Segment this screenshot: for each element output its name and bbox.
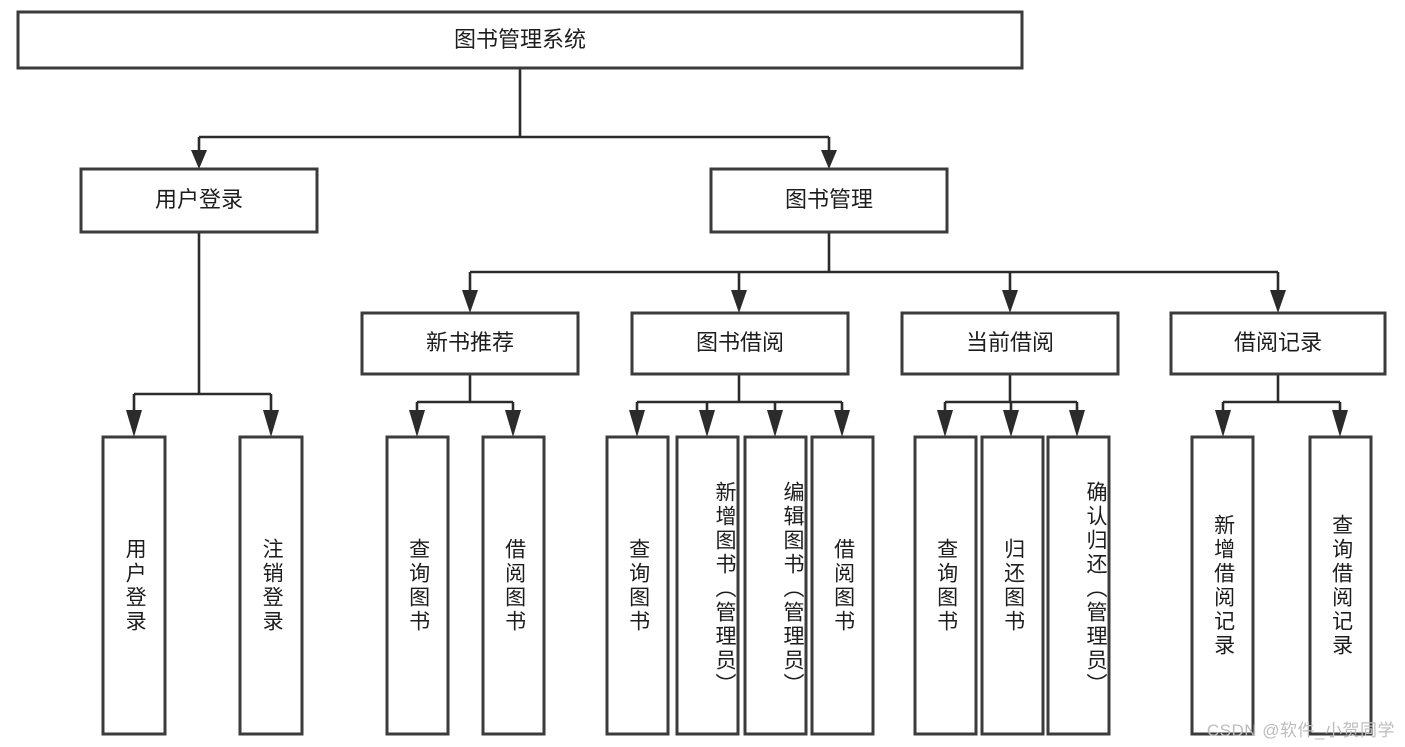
leaf-borrow-book-1[interactable]: 借阅图书	[481, 435, 546, 736]
arrow-head-leaf-add-book	[699, 410, 715, 437]
leaf-user-login[interactable]: 用户登录	[101, 435, 167, 736]
leaf-confirm-return-text-area: 确认归还（管理员）	[1084, 480, 1107, 697]
leaf-query-book-1-label: 查询图书	[406, 537, 430, 634]
leaf-query-book-3-label: 查询图书	[934, 537, 958, 634]
leaf-confirm-return-label: 确认归还（管理员）	[1084, 480, 1107, 697]
arrow-head-leaf-borrow-book-2	[834, 410, 850, 437]
node-current-borrow-box[interactable]	[900, 311, 1120, 376]
leaf-add-record-box[interactable]	[1190, 435, 1255, 736]
leaf-borrow-book-2[interactable]: 借阅图书	[810, 435, 875, 736]
leaf-edit-book-text-area: 编辑图书（管理员）	[781, 480, 804, 697]
node-user-login-box[interactable]	[79, 167, 319, 234]
leaf-return-book-label: 归还图书	[1001, 537, 1025, 634]
leaf-borrow-book-1-text-area: 借阅图书	[502, 537, 526, 634]
leaf-add-record-text-area: 新增借阅记录	[1211, 513, 1235, 658]
arrow-head-to-user-login	[191, 150, 207, 169]
leaf-query-record-text-area: 查询借阅记录	[1329, 513, 1353, 658]
leaf-add-record-label: 新增借阅记录	[1211, 513, 1235, 658]
arrow-head-leaf-logout	[263, 410, 279, 437]
node-new-book-recommend-label: 新书推荐	[426, 330, 514, 355]
leaf-query-book-2-label: 查询图书	[626, 537, 650, 634]
leaf-add-book-text-area: 新增图书（管理员）	[713, 480, 736, 697]
arrow-head-leaf-add-record	[1215, 410, 1231, 437]
leaf-query-book-2[interactable]: 查询图书	[605, 435, 670, 736]
leaf-borrow-book-2-label: 借阅图书	[831, 537, 855, 634]
node-book-management-label: 图书管理	[785, 187, 873, 212]
leaf-user-login-label: 用户登录	[123, 537, 147, 634]
leaf-confirm-return[interactable]: 确认归还（管理员）	[1046, 435, 1111, 736]
arrow-head-leaf-return-book	[1003, 410, 1019, 437]
leaf-logout[interactable]: 注销登录	[238, 435, 304, 736]
leaf-logout-box[interactable]	[238, 435, 304, 736]
node-book-management[interactable]: 图书管理	[709, 167, 949, 234]
leaf-add-book[interactable]: 新增图书（管理员）	[675, 435, 740, 736]
leaf-edit-book[interactable]: 编辑图书（管理员）	[743, 435, 808, 736]
leaf-query-book-1[interactable]: 查询图书	[385, 435, 450, 736]
node-book-borrow[interactable]: 图书借阅	[630, 311, 850, 376]
node-borrow-record[interactable]: 借阅记录	[1169, 311, 1387, 376]
leaf-return-book[interactable]: 归还图书	[980, 435, 1045, 736]
leaf-return-book-text-area: 归还图书	[1001, 537, 1025, 634]
arrow-head-leaf-edit-book	[767, 410, 783, 437]
leaf-borrow-book-2-box[interactable]	[810, 435, 875, 736]
leaf-query-book-3[interactable]: 查询图书	[913, 435, 978, 736]
leaf-logout-text-area: 注销登录	[260, 537, 284, 634]
arrow-head-leaf-borrow-book-1	[505, 410, 521, 437]
connector-layer	[126, 68, 1348, 437]
leaf-confirm-return-box[interactable]	[1046, 435, 1111, 736]
arrow-head-to-current-borrow	[1002, 290, 1018, 313]
node-current-borrow-label: 当前借阅	[966, 330, 1054, 355]
leaf-add-record[interactable]: 新增借阅记录	[1190, 435, 1255, 736]
node-book-borrow-label: 图书借阅	[696, 330, 784, 355]
leaf-query-book-2-box[interactable]	[605, 435, 670, 736]
leaf-query-book-3-text-area: 查询图书	[934, 537, 958, 634]
leaf-borrow-book-2-text-area: 借阅图书	[831, 537, 855, 634]
arrow-head-leaf-query-book-1	[409, 410, 425, 437]
node-book-borrow-box[interactable]	[630, 311, 850, 376]
arrow-head-leaf-query-book-3	[937, 410, 953, 437]
leaf-borrow-book-1-label: 借阅图书	[502, 537, 526, 634]
arrow-head-to-book-management	[821, 150, 837, 169]
leaf-query-record[interactable]: 查询借阅记录	[1308, 435, 1373, 736]
node-user-login-label: 用户登录	[155, 187, 243, 212]
arrow-head-leaf-user-login	[126, 410, 142, 437]
leaf-query-record-box[interactable]	[1308, 435, 1373, 736]
leaf-user-login-text-area: 用户登录	[123, 537, 147, 634]
node-root-system-box[interactable]	[16, 10, 1024, 70]
leaf-query-book-1-box[interactable]	[385, 435, 450, 736]
leaf-add-book-box[interactable]	[675, 435, 740, 736]
node-new-book-recommend[interactable]: 新书推荐	[360, 311, 580, 376]
leaf-query-book-1-text-area: 查询图书	[406, 537, 430, 634]
leaf-query-book-3-box[interactable]	[913, 435, 978, 736]
leaf-add-book-label: 新增图书（管理员）	[713, 480, 736, 697]
arrow-head-to-new-book-recommend	[462, 290, 478, 313]
node-user-login[interactable]: 用户登录	[79, 167, 319, 234]
leaf-query-record-label: 查询借阅记录	[1329, 513, 1353, 658]
node-root-system[interactable]: 图书管理系统	[16, 10, 1024, 70]
node-book-management-box[interactable]	[709, 167, 949, 234]
node-root-system-label: 图书管理系统	[454, 27, 586, 52]
leaf-borrow-book-1-box[interactable]	[481, 435, 546, 736]
node-current-borrow[interactable]: 当前借阅	[900, 311, 1120, 376]
leaf-logout-label: 注销登录	[260, 537, 284, 634]
node-new-book-recommend-box[interactable]	[360, 311, 580, 376]
leaf-return-book-box[interactable]	[980, 435, 1045, 736]
leaf-query-book-2-text-area: 查询图书	[626, 537, 650, 634]
leaf-edit-book-box[interactable]	[743, 435, 808, 736]
arrow-head-leaf-query-book-2	[629, 410, 645, 437]
node-borrow-record-box[interactable]	[1169, 311, 1387, 376]
arrow-head-to-book-borrow	[731, 290, 747, 313]
leaf-user-login-box[interactable]	[101, 435, 167, 736]
arrow-head-leaf-query-record	[1332, 410, 1348, 437]
arrow-head-to-borrow-record	[1270, 290, 1286, 313]
node-borrow-record-label: 借阅记录	[1234, 330, 1322, 355]
arrow-head-leaf-confirm-return	[1069, 410, 1085, 437]
leaf-edit-book-label: 编辑图书（管理员）	[781, 480, 804, 697]
